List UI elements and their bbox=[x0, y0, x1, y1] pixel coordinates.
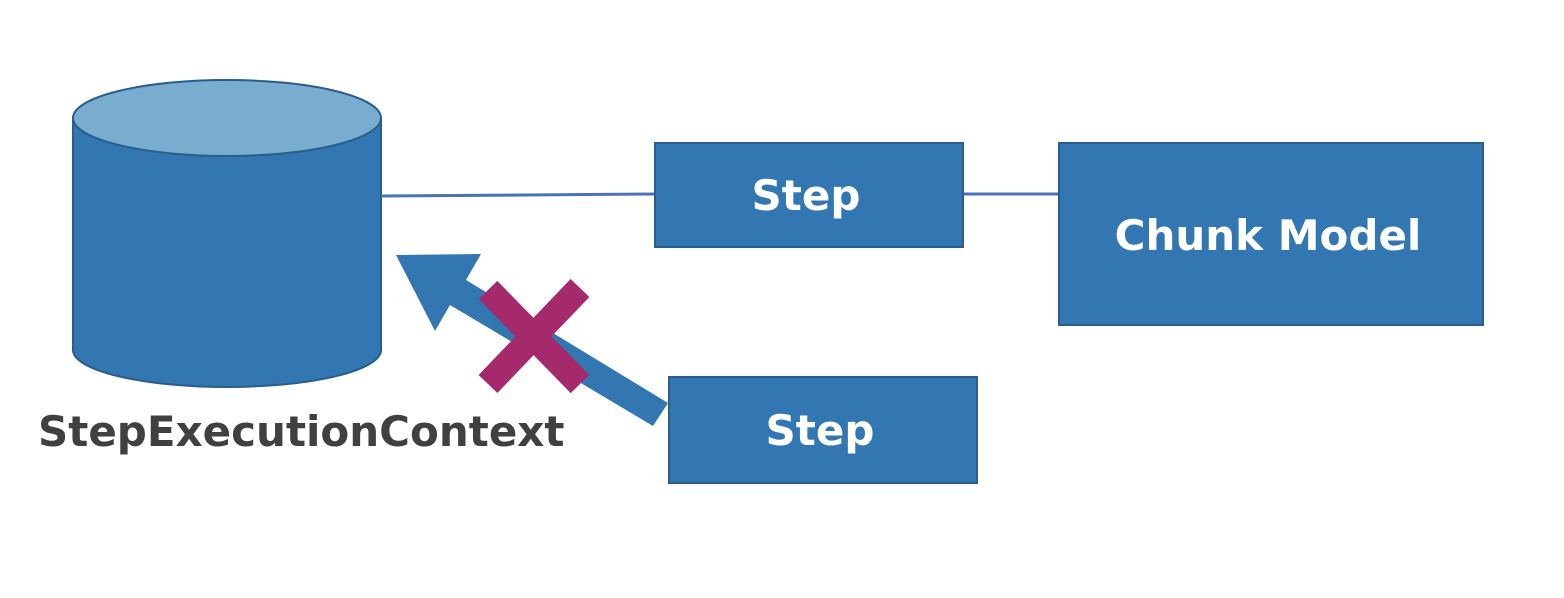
chunk-model-rect bbox=[1058, 142, 1484, 326]
connector-db-to-step bbox=[380, 192, 656, 198]
step-box-bottom-label: Step bbox=[766, 406, 875, 455]
step-box-top-rect bbox=[654, 142, 964, 248]
database-label: StepExecutionContext bbox=[38, 407, 564, 456]
cylinder-top bbox=[72, 79, 382, 157]
step-box-bottom-rect bbox=[668, 376, 978, 484]
cylinder-body bbox=[72, 117, 382, 388]
step-box-bottom: Step bbox=[668, 376, 978, 484]
chunk-model-label: Chunk Model bbox=[1115, 211, 1422, 260]
step-box-top: Step bbox=[654, 142, 964, 248]
step-box-top-label: Step bbox=[752, 171, 861, 220]
cross-icon bbox=[478, 279, 590, 394]
database-cylinder bbox=[72, 79, 382, 388]
chunk-model-box: Chunk Model bbox=[1058, 142, 1484, 326]
